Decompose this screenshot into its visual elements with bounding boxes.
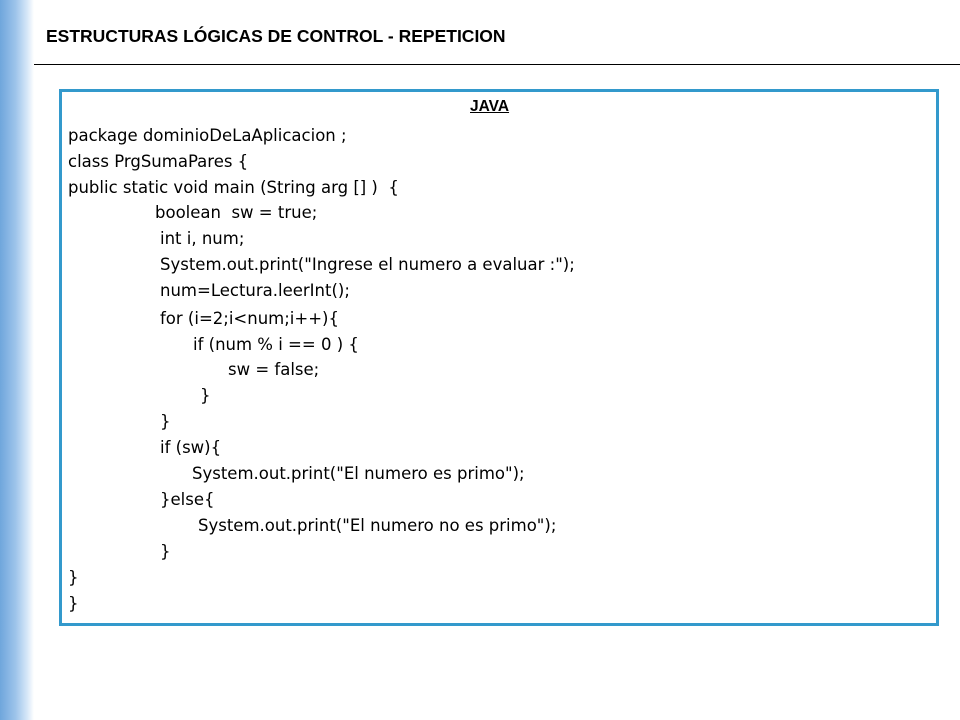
code-line: num=Lectura.leerInt(); bbox=[160, 281, 350, 300]
code-line: for (i=2;i<num;i++){ bbox=[160, 309, 339, 328]
code-line: class PrgSumaPares { bbox=[68, 152, 249, 171]
code-line: }else{ bbox=[160, 490, 215, 509]
code-line: } bbox=[160, 542, 171, 561]
code-line: int i, num; bbox=[160, 229, 245, 248]
title-divider bbox=[34, 64, 960, 65]
code-line: System.out.print("El numero no es primo"… bbox=[198, 516, 557, 535]
code-line: } bbox=[68, 594, 79, 613]
code-box-heading: JAVA bbox=[470, 98, 510, 115]
code-line: public static void main (String arg [] )… bbox=[68, 178, 399, 197]
code-line: System.out.print("El numero es primo"); bbox=[192, 464, 525, 483]
left-accent-bar bbox=[0, 0, 34, 720]
code-line: System.out.print("Ingrese el numero a ev… bbox=[160, 255, 575, 274]
code-line: if (num % i == 0 ) { bbox=[193, 335, 359, 354]
code-box bbox=[59, 89, 939, 626]
code-line: if (sw){ bbox=[160, 438, 222, 457]
slide-title: ESTRUCTURAS LÓGICAS DE CONTROL - REPETIC… bbox=[46, 26, 506, 46]
code-line: } bbox=[160, 412, 171, 431]
code-line: boolean sw = true; bbox=[155, 203, 318, 222]
code-line: } bbox=[200, 386, 211, 405]
code-line: } bbox=[68, 568, 79, 587]
code-line: sw = false; bbox=[228, 360, 320, 379]
code-line: package dominioDeLaAplicacion ; bbox=[68, 126, 347, 145]
